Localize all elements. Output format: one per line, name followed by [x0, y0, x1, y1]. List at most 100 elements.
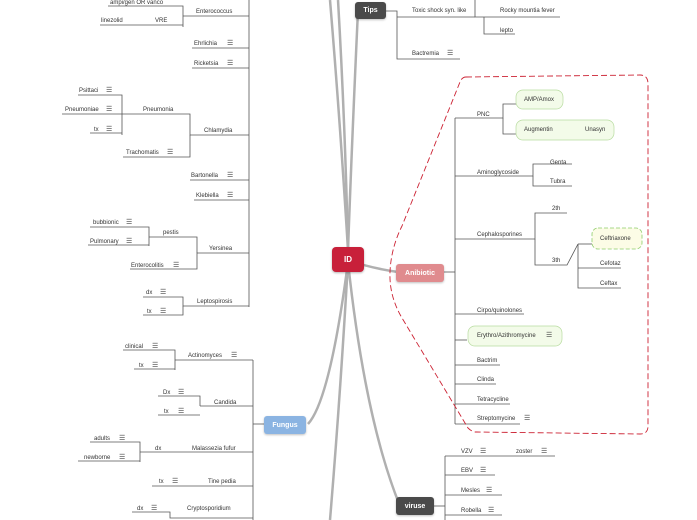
label-dx-crypto[interactable]: dx: [137, 506, 144, 512]
label-rubella[interactable]: Robella: [461, 508, 482, 514]
label-dx-malassezia[interactable]: dx: [155, 446, 162, 452]
label-yersinea[interactable]: Yersinea: [209, 246, 233, 252]
label-cipro-quinolones[interactable]: Cirpo/quinolones: [477, 308, 523, 314]
note-icon[interactable]: ☰: [106, 126, 113, 133]
label-augmentin[interactable]: Augmentin: [524, 127, 553, 133]
label-pneumonia[interactable]: Pneumonia: [143, 107, 174, 113]
note-icon[interactable]: ☰: [447, 50, 454, 57]
label-clinical[interactable]: clinical: [125, 344, 144, 350]
label-tx-lepto[interactable]: tx: [147, 309, 152, 315]
label-amp-amox[interactable]: AMP/Amox: [524, 97, 555, 103]
note-icon[interactable]: ☰: [160, 308, 167, 315]
label-bubbionic[interactable]: bubbionic: [93, 220, 119, 226]
note-icon[interactable]: ☰: [151, 505, 158, 512]
topic-viruse[interactable]: viruse: [396, 497, 434, 515]
label-psittaci[interactable]: Psittaci: [79, 88, 99, 94]
label-pnc[interactable]: PNC: [477, 112, 490, 118]
label-genta[interactable]: Genta: [550, 160, 567, 166]
note-icon[interactable]: ☰: [231, 352, 238, 359]
label-ehrlichia[interactable]: Ehrlichia: [194, 41, 218, 47]
label-ampi-gen-vanco[interactable]: ampi/gen OR vanco: [110, 0, 164, 6]
label-vre[interactable]: VRE: [155, 18, 168, 24]
note-icon[interactable]: ☰: [152, 343, 159, 350]
label-leptospirosis[interactable]: Leptospirosis: [197, 299, 233, 305]
label-tubra[interactable]: Tubra: [550, 179, 566, 185]
label-ricketsia[interactable]: Ricketsia: [194, 61, 219, 67]
note-icon[interactable]: ☰: [541, 448, 548, 455]
topic-antibiotic[interactable]: Anibiotic: [396, 264, 444, 282]
label-streptomycine[interactable]: Streptomycine: [477, 416, 516, 422]
note-icon[interactable]: ☰: [227, 40, 234, 47]
note-icon[interactable]: ☰: [119, 454, 126, 461]
label-chlamydia[interactable]: Chlamydia: [204, 128, 233, 134]
label-3th[interactable]: 3th: [552, 258, 561, 264]
label-lepto[interactable]: lepto: [500, 28, 514, 34]
note-icon[interactable]: ☰: [126, 238, 133, 245]
label-tx-actinomyces[interactable]: tx: [139, 363, 144, 369]
note-icon[interactable]: ☰: [152, 362, 159, 369]
note-icon[interactable]: ☰: [106, 106, 113, 113]
label-2th[interactable]: 2th: [552, 206, 561, 212]
label-ceftriaxone[interactable]: Ceftriaxone: [600, 236, 631, 242]
note-icon[interactable]: ☰: [178, 389, 185, 396]
label-candida[interactable]: Candida: [214, 400, 237, 406]
label-enterococcus[interactable]: Enterococcus: [196, 9, 233, 15]
note-icon[interactable]: ☰: [486, 487, 493, 494]
note-icon[interactable]: ☰: [106, 87, 113, 94]
label-tx[interactable]: tx: [94, 127, 99, 133]
central-topic-id[interactable]: ID: [332, 247, 364, 272]
label-cryptosporidium[interactable]: Cryptosporidium: [187, 506, 231, 512]
label-linezolid[interactable]: linezolid: [101, 18, 123, 24]
label-malassezia[interactable]: Malassezia fufur: [192, 446, 236, 452]
note-icon[interactable]: ☰: [488, 507, 495, 514]
label-unasyn[interactable]: Unasyn: [585, 127, 606, 133]
label-pulmonary[interactable]: Pulmonary: [90, 239, 119, 245]
label-adults[interactable]: adults: [94, 436, 111, 442]
label-bactremia[interactable]: Bactremia: [412, 51, 440, 57]
label-pestis[interactable]: pestis: [163, 230, 179, 236]
note-icon[interactable]: ☰: [227, 192, 234, 199]
label-enterocolitis[interactable]: Enterocolitis: [131, 263, 164, 269]
label-rocky-mountain-fever[interactable]: Rocky mountia fever: [500, 8, 555, 14]
label-pneumoniae[interactable]: Pneumoniae: [65, 107, 99, 113]
label-ebv[interactable]: EBV: [461, 468, 474, 474]
label-klebiella[interactable]: Klebiella: [196, 193, 219, 199]
note-icon[interactable]: ☰: [178, 408, 185, 415]
label-tx-tinea[interactable]: tx: [159, 479, 164, 485]
label-tetracycline[interactable]: Tetracycline: [477, 397, 509, 403]
note-icon[interactable]: ☰: [173, 262, 180, 269]
label-clinda[interactable]: Clinda: [477, 377, 495, 383]
label-dx-candida[interactable]: Dx: [163, 390, 171, 396]
label-cefotaz[interactable]: Cefotaz: [600, 261, 621, 267]
topic-tips[interactable]: Tips: [355, 2, 386, 19]
note-icon[interactable]: ☰: [227, 172, 234, 179]
label-dx[interactable]: dx: [146, 290, 153, 296]
note-icon[interactable]: ☰: [480, 467, 487, 474]
note-icon[interactable]: ☰: [160, 289, 167, 296]
note-icon[interactable]: ☰: [126, 219, 133, 226]
label-bartonella[interactable]: Bartonella: [191, 173, 219, 179]
note-icon[interactable]: ☰: [524, 415, 531, 422]
label-toxic-shock[interactable]: Toxic shock syn. like: [412, 8, 467, 14]
label-measles[interactable]: Mesles: [461, 488, 481, 494]
note-icon[interactable]: ☰: [480, 448, 487, 455]
tips-connectors: [386, 0, 560, 60]
label-ceftax[interactable]: Ceftax: [600, 281, 618, 287]
label-bactrim[interactable]: Bactrim: [477, 358, 498, 364]
note-icon[interactable]: ☰: [167, 149, 174, 156]
label-aminoglycoside[interactable]: Aminoglycoside: [477, 170, 520, 176]
note-icon[interactable]: ☰: [546, 332, 553, 339]
label-newborne[interactable]: newborne: [84, 455, 111, 461]
note-icon[interactable]: ☰: [227, 60, 234, 67]
label-actinomyces[interactable]: Actinomyces: [188, 353, 223, 359]
note-icon[interactable]: ☰: [119, 435, 126, 442]
topic-fungus[interactable]: Fungus: [264, 416, 306, 434]
label-zoster[interactable]: zoster: [516, 449, 533, 455]
label-tinea-pedia[interactable]: Tine pedia: [208, 479, 236, 485]
note-icon[interactable]: ☰: [172, 478, 179, 485]
label-tx-candida[interactable]: tx: [164, 409, 169, 415]
label-trachomatis[interactable]: Trachomatis: [126, 150, 159, 156]
label-cephalosporines[interactable]: Cephalosporines: [477, 232, 523, 238]
label-vzv[interactable]: VZV: [461, 449, 473, 455]
label-erythro-azithromycine[interactable]: Erythro/Azithromycine: [477, 333, 536, 339]
